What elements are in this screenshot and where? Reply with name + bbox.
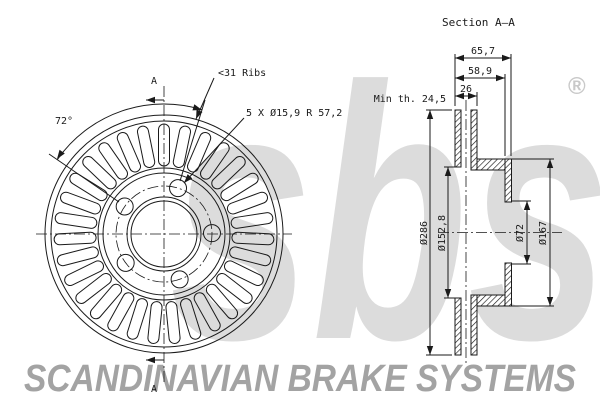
dim-center-hole-diameter: Ø72 — [514, 224, 526, 242]
footer-brand-text: SCANDINAVIAN BRAKE SYSTEMS — [24, 358, 576, 400]
bolt-holes-label: 5 X Ø15,9 R 57,2 — [246, 107, 342, 119]
section-marker-a-bottom: A — [151, 384, 157, 395]
cut-material — [454, 109, 512, 356]
section-marker-a-top: A — [151, 76, 157, 87]
bolt-holes-annotation: 5 X Ø15,9 R 57,2 — [183, 107, 342, 184]
dim-overall-width: 65,7 — [471, 46, 495, 57]
center-hole-chamfer-circle — [130, 200, 198, 268]
section-view: Section A–A — [57, 16, 562, 366]
registered-trademark-icon: ® — [568, 73, 586, 100]
dim-hat-diameter: Ø167 — [537, 221, 549, 245]
dim-vent-inner-diameter: Ø152,8 — [436, 215, 448, 251]
ribs-label: <31 Ribs — [218, 68, 266, 79]
min-thickness-label: Min th. 24,5 — [374, 94, 446, 105]
rim-inner-circle — [50, 120, 278, 348]
dimension-arrowheads — [57, 54, 554, 364]
center-hole-circle — [126, 196, 202, 272]
vent-ribs — [53, 123, 275, 344]
hat-edge-circle — [102, 172, 226, 296]
angle-label: 72° — [55, 116, 73, 127]
vent-inner-circle — [97, 167, 231, 301]
outer-diameter-circle — [44, 114, 284, 354]
watermark: sbs ® SCANDINAVIAN BRAKE SYSTEMS — [24, 13, 600, 400]
section-title: Section A–A — [442, 16, 515, 29]
dimension-lines — [429, 57, 551, 355]
dim-outer-diameter: Ø286 — [418, 221, 430, 245]
dim-inner-width: 58,9 — [468, 66, 492, 77]
bolt-circle — [115, 185, 213, 283]
bolt-holes — [115, 179, 221, 289]
dim-disc-thickness: 26 — [460, 84, 472, 95]
front-view: 72° <31 Ribs 5 X Ø15,9 R 57,2 A A — [36, 68, 342, 395]
